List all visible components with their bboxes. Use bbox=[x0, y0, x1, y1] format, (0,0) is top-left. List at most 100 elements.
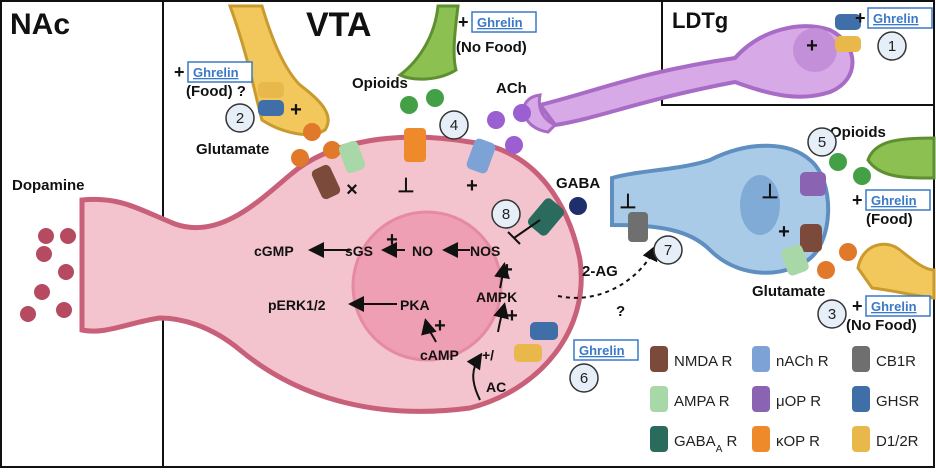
legend-label: AMPA R bbox=[674, 393, 730, 410]
legend-label: D1/2R bbox=[876, 433, 919, 450]
ghsr-d12r-complex-ldtg bbox=[835, 14, 861, 52]
pathway-arrows bbox=[308, 219, 658, 401]
perk-label: pERK1/2 bbox=[268, 297, 326, 313]
legend-swatch bbox=[752, 426, 770, 452]
opioid-molecules-top bbox=[400, 89, 444, 114]
ampk-label: AMPK bbox=[476, 289, 517, 305]
ldtg-neuron bbox=[522, 24, 855, 134]
sgs-label: sGS bbox=[345, 243, 373, 259]
marker-5: 5 bbox=[807, 127, 837, 157]
question-mark: ? bbox=[616, 303, 625, 320]
ach-label: ACh bbox=[496, 80, 527, 97]
ghrelin-label: Ghrelin bbox=[871, 193, 917, 208]
camp-label: cAMP bbox=[420, 347, 459, 363]
ghrelin-food-note: (Food) bbox=[866, 211, 913, 228]
sign-plus: + bbox=[386, 229, 398, 251]
marker-3: 3 bbox=[817, 299, 847, 329]
legend-label: μOP R bbox=[776, 393, 821, 410]
gabaa-receptor bbox=[527, 198, 565, 236]
ghrelin-callout-right_nofood: Ghrelin+(No Food) bbox=[846, 295, 931, 334]
sign-inhibit: ⊥ bbox=[619, 191, 636, 213]
ldtg-region-box bbox=[661, 0, 935, 106]
ghrelin-callout-ldtg: Ghrelin+ bbox=[855, 7, 933, 29]
legend-swatch bbox=[752, 386, 770, 412]
dopamine-label: Dopamine bbox=[12, 177, 85, 194]
ghrelin-box bbox=[865, 295, 931, 317]
legend-swatch bbox=[650, 386, 668, 412]
ghrelin-box bbox=[471, 11, 537, 33]
no-label: NO bbox=[412, 243, 433, 259]
legend-item: GABAA R bbox=[650, 426, 738, 455]
marker-number: 4 bbox=[450, 117, 458, 134]
ghrelin-label: Ghrelin bbox=[871, 299, 917, 314]
gaba-molecule bbox=[569, 197, 587, 215]
ghrelin-plus-sign: + bbox=[852, 190, 863, 210]
ghrelin-callout-top_green: Ghrelin+(No Food) bbox=[456, 11, 537, 56]
ghrelin-callout-top_yellow: Ghrelin+(Food) ? bbox=[174, 61, 253, 100]
mop-receptor bbox=[800, 172, 826, 196]
marker-number: 5 bbox=[818, 134, 826, 151]
sign-marks: +×⊥+++++⊥+⊥+ bbox=[290, 35, 818, 337]
pka-label: PKA bbox=[400, 297, 430, 313]
legend-item: NMDA R bbox=[650, 346, 733, 372]
kop-receptor bbox=[404, 128, 426, 162]
nach-receptor bbox=[466, 138, 496, 174]
gaba-interneuron bbox=[610, 143, 831, 275]
ampa-receptor-left bbox=[338, 140, 366, 174]
sign-times: × bbox=[346, 179, 358, 201]
sign-plus: + bbox=[506, 305, 518, 327]
marker-number: 2 bbox=[236, 110, 244, 127]
legend-label: NMDA R bbox=[674, 353, 733, 370]
sign-plus: + bbox=[806, 35, 818, 57]
legend-item: CB1R bbox=[852, 346, 916, 372]
glutamate-molecules-left bbox=[291, 123, 341, 167]
legend-label: GABAA R bbox=[674, 433, 738, 455]
sign-plus: + bbox=[778, 221, 790, 243]
legend-swatch bbox=[650, 426, 668, 452]
gaba-label: GABA bbox=[556, 175, 600, 192]
opioid-terminal-top bbox=[397, 4, 460, 81]
nmda-receptor-right bbox=[800, 224, 822, 252]
ghrelin-callouts: Ghrelin+Ghrelin+(No Food)Ghrelin+(Food) … bbox=[174, 7, 933, 361]
legend-item: nACh R bbox=[752, 346, 829, 372]
legend-swatch bbox=[852, 346, 870, 372]
marker-7: 7 bbox=[653, 235, 683, 265]
ghsr-d12r-complex-bottom bbox=[514, 322, 558, 362]
sign-plus: + bbox=[434, 315, 446, 337]
ghrelin-box bbox=[865, 189, 931, 211]
glutamate-molecules-right bbox=[817, 243, 857, 279]
marker-6: 6 bbox=[569, 363, 599, 393]
cgmp-label: cGMP bbox=[254, 243, 294, 259]
marker-number: 8 bbox=[502, 206, 510, 223]
cb1-receptor bbox=[628, 212, 648, 242]
ghrelin-plus-sign: + bbox=[174, 62, 185, 82]
marker-4: 4 bbox=[439, 110, 469, 140]
two-ag-label: 2-AG bbox=[582, 263, 618, 280]
plus-minus-sign: +/ bbox=[482, 347, 494, 363]
ghrelin-plus-sign: + bbox=[852, 296, 863, 316]
ghrelin-box bbox=[867, 7, 933, 29]
ghrelin-food-note: (No Food) bbox=[456, 39, 527, 56]
legend-item: κOP R bbox=[752, 426, 820, 452]
marker-2: 2 bbox=[225, 103, 255, 133]
opioids-label-right: Opioids bbox=[830, 124, 886, 141]
sign-plus: + bbox=[290, 99, 302, 121]
ldtg-title: LDTg bbox=[672, 8, 728, 33]
legend-item: AMPA R bbox=[650, 386, 730, 412]
glutamate-terminal-top bbox=[227, 4, 330, 137]
legend-swatch bbox=[852, 426, 870, 452]
glutamate-label-right: Glutamate bbox=[752, 283, 825, 300]
ghrelin-callout-right_food: Ghrelin +(Food) bbox=[852, 189, 931, 228]
legend-item: D1/2R bbox=[852, 426, 919, 452]
ghsr-d12r-complex-top bbox=[258, 82, 284, 116]
legend-swatch bbox=[752, 346, 770, 372]
opioid-terminal-right bbox=[866, 136, 936, 180]
nmda-receptor-left bbox=[311, 164, 341, 200]
legend-item: GHSR bbox=[852, 386, 920, 412]
ghrelin-box bbox=[573, 339, 639, 361]
ac-label: AC bbox=[486, 379, 506, 395]
glutamate-label-left: Glutamate bbox=[196, 141, 269, 158]
opioid-molecules-right bbox=[829, 153, 871, 185]
